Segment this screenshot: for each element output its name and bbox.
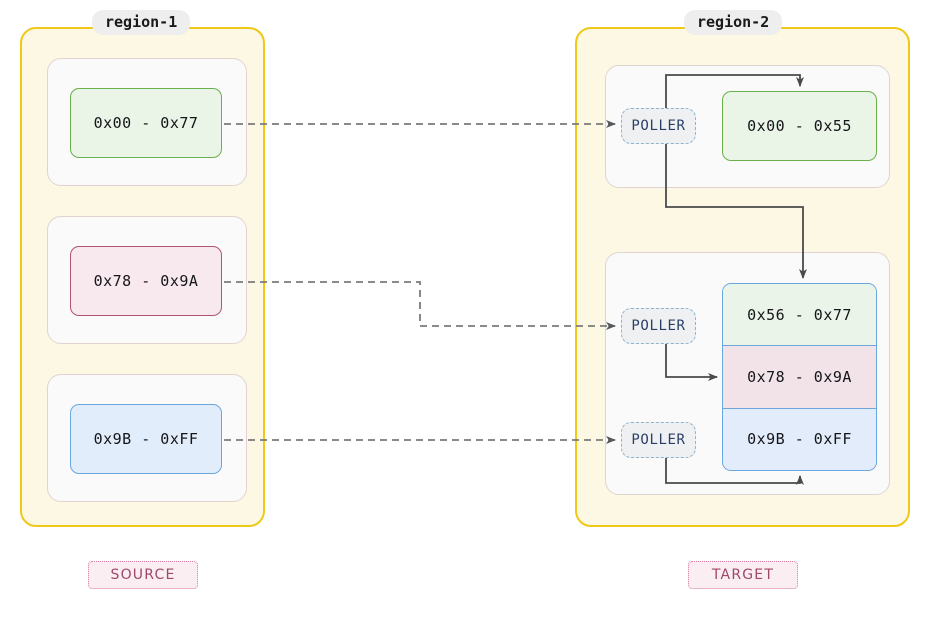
source-tag: SOURCE [88, 561, 198, 589]
source-range-2[interactable]: 0x78 - 0x9A [70, 246, 222, 316]
poller-2[interactable]: POLLER [621, 308, 696, 344]
poller-3[interactable]: POLLER [621, 422, 696, 458]
source-range-3[interactable]: 0x9B - 0xFF [70, 404, 222, 474]
region-source-label: region-1 [92, 10, 191, 35]
poller-1[interactable]: POLLER [621, 108, 696, 144]
target-segment-2[interactable]: 0x78 - 0x9A [723, 346, 876, 409]
target-segment-1[interactable]: 0x56 - 0x77 [723, 284, 876, 347]
region-target-label: region-2 [684, 10, 783, 35]
target-segment-3[interactable]: 0x9B - 0xFF [723, 408, 876, 470]
edge-source2-poller2 [224, 281, 616, 330]
target-stacked-block: 0x56 - 0x77 0x78 - 0x9A 0x9B - 0xFF [722, 283, 877, 471]
source-range-1[interactable]: 0x00 - 0x77 [70, 88, 222, 158]
target-range-1[interactable]: 0x00 - 0x55 [722, 91, 877, 161]
target-tag: TARGET [688, 561, 798, 589]
